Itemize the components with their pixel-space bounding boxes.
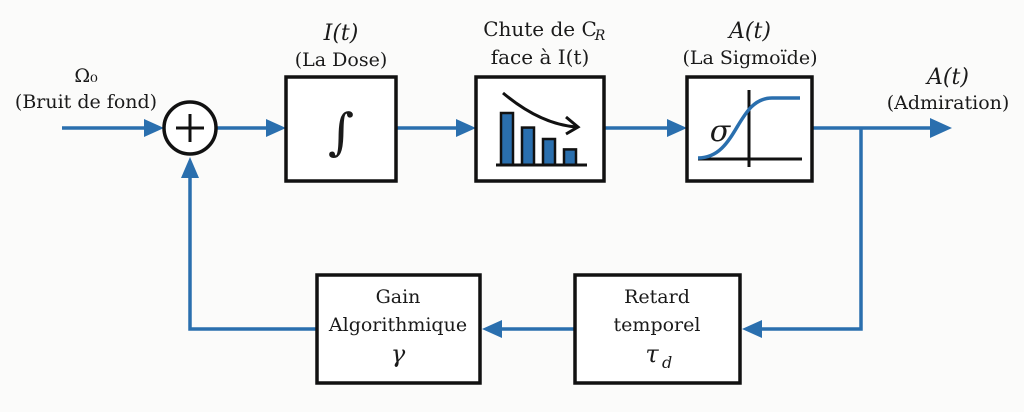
decay-block: Chute de C R face à I(t) [474,17,606,183]
gain-symbol: γ [391,340,406,368]
output-description: (Admiration) [887,92,1010,114]
delay-block: Retard temporel τ d [573,273,742,385]
delay-line1: Retard [624,286,690,308]
delay-symbol: τ [645,340,659,368]
integrator-arrowhead [266,119,286,137]
bar-3 [541,137,557,167]
sigmoid-block: A(t) (La Sigmoïde) σ [682,19,818,183]
sigmoid-arrowhead [667,119,687,137]
output-label: A(t) (Admiration) [887,65,1010,114]
decay-title-subscript: R [594,28,606,44]
sigmoid-subtitle: (La Sigmoïde) [682,47,817,69]
integrator-subtitle: (La Dose) [295,49,387,71]
branch-to-delay-wire [760,128,863,331]
forward-path [62,118,952,138]
sigmoid-curve-icon [697,96,800,160]
feedback-arrowhead [181,157,199,178]
bar-4 [562,148,578,167]
input-label: Ω₀ (Bruit de fond) [15,65,157,113]
input-symbol: Ω₀ [74,65,98,87]
gain-line1: Gain [376,286,421,308]
delay-box [573,273,742,385]
decay-title: Chute de C [483,17,597,41]
gain-arrowhead [482,320,502,338]
integral-icon: ∫ [328,103,354,161]
decline-arrow-head [565,115,581,136]
gain-block: Gain Algorithmique γ [315,273,482,385]
gain-box [315,273,482,385]
decay-arrowhead [456,119,476,137]
output-arrowhead [930,118,952,138]
integrator-title: I(t) [323,21,359,46]
decline-arrow-curve [502,91,577,129]
delay-arrowhead [742,320,762,338]
sigma-symbol: σ [710,114,732,149]
integrator-block: I(t) (La Dose) ∫ [284,21,398,183]
feedback-path [181,128,863,338]
integrator-box [284,75,398,183]
sigmoid-title: A(t) [727,19,771,44]
decay-title-line2: face à I(t) [491,45,590,69]
delay-symbol-subscript: d [662,353,672,372]
input-description: (Bruit de fond) [15,91,157,113]
output-symbol: A(t) [925,65,969,90]
gain-to-sum-wire [188,175,317,331]
input-arrowhead [144,119,164,137]
delay-line2: temporel [614,314,701,336]
gain-line2: Algorithmique [328,314,467,336]
bar-2 [520,126,536,167]
summing-junction [162,100,218,156]
bar-1 [499,111,515,167]
